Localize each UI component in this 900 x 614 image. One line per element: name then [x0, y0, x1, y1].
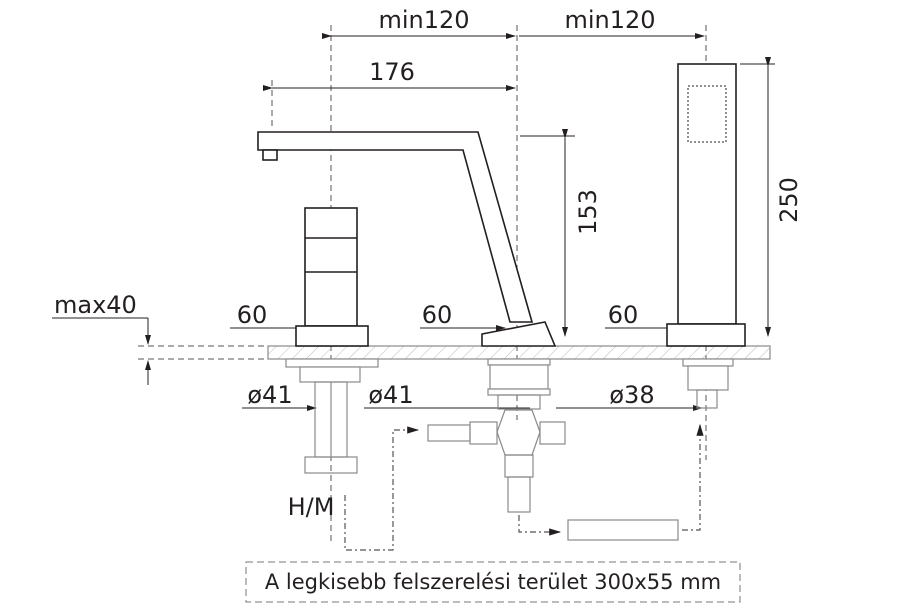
mixer-handle [285, 207, 379, 474]
dim-base-left: 60 [237, 301, 268, 329]
dim-hole-left: ø41 [247, 381, 292, 409]
spout [257, 131, 566, 513]
dim-handshower-height: 250 [775, 177, 803, 223]
install-area-note: A legkisebb felszerelési terület 300x55 … [265, 570, 721, 594]
dimension-lines [52, 33, 775, 411]
centerlines [138, 25, 707, 545]
install-area-box [245, 561, 741, 603]
dim-base-right: 60 [608, 301, 639, 329]
connection-arrows [344, 423, 704, 551]
dim-spout-height: 153 [574, 189, 602, 235]
dim-hole-right: ø38 [609, 381, 654, 409]
dim-hole-middle: ø41 [368, 381, 413, 409]
dim-spacing-left: min120 [378, 6, 469, 34]
dim-max-deck: max40 [54, 291, 137, 319]
countertop [267, 345, 771, 360]
dim-base-middle: 60 [422, 301, 453, 329]
dim-spacing-right: min120 [564, 6, 655, 34]
dim-spout-reach: 176 [369, 58, 415, 86]
hand-shower [567, 63, 746, 541]
hot-cold-label: H/M [288, 493, 335, 521]
